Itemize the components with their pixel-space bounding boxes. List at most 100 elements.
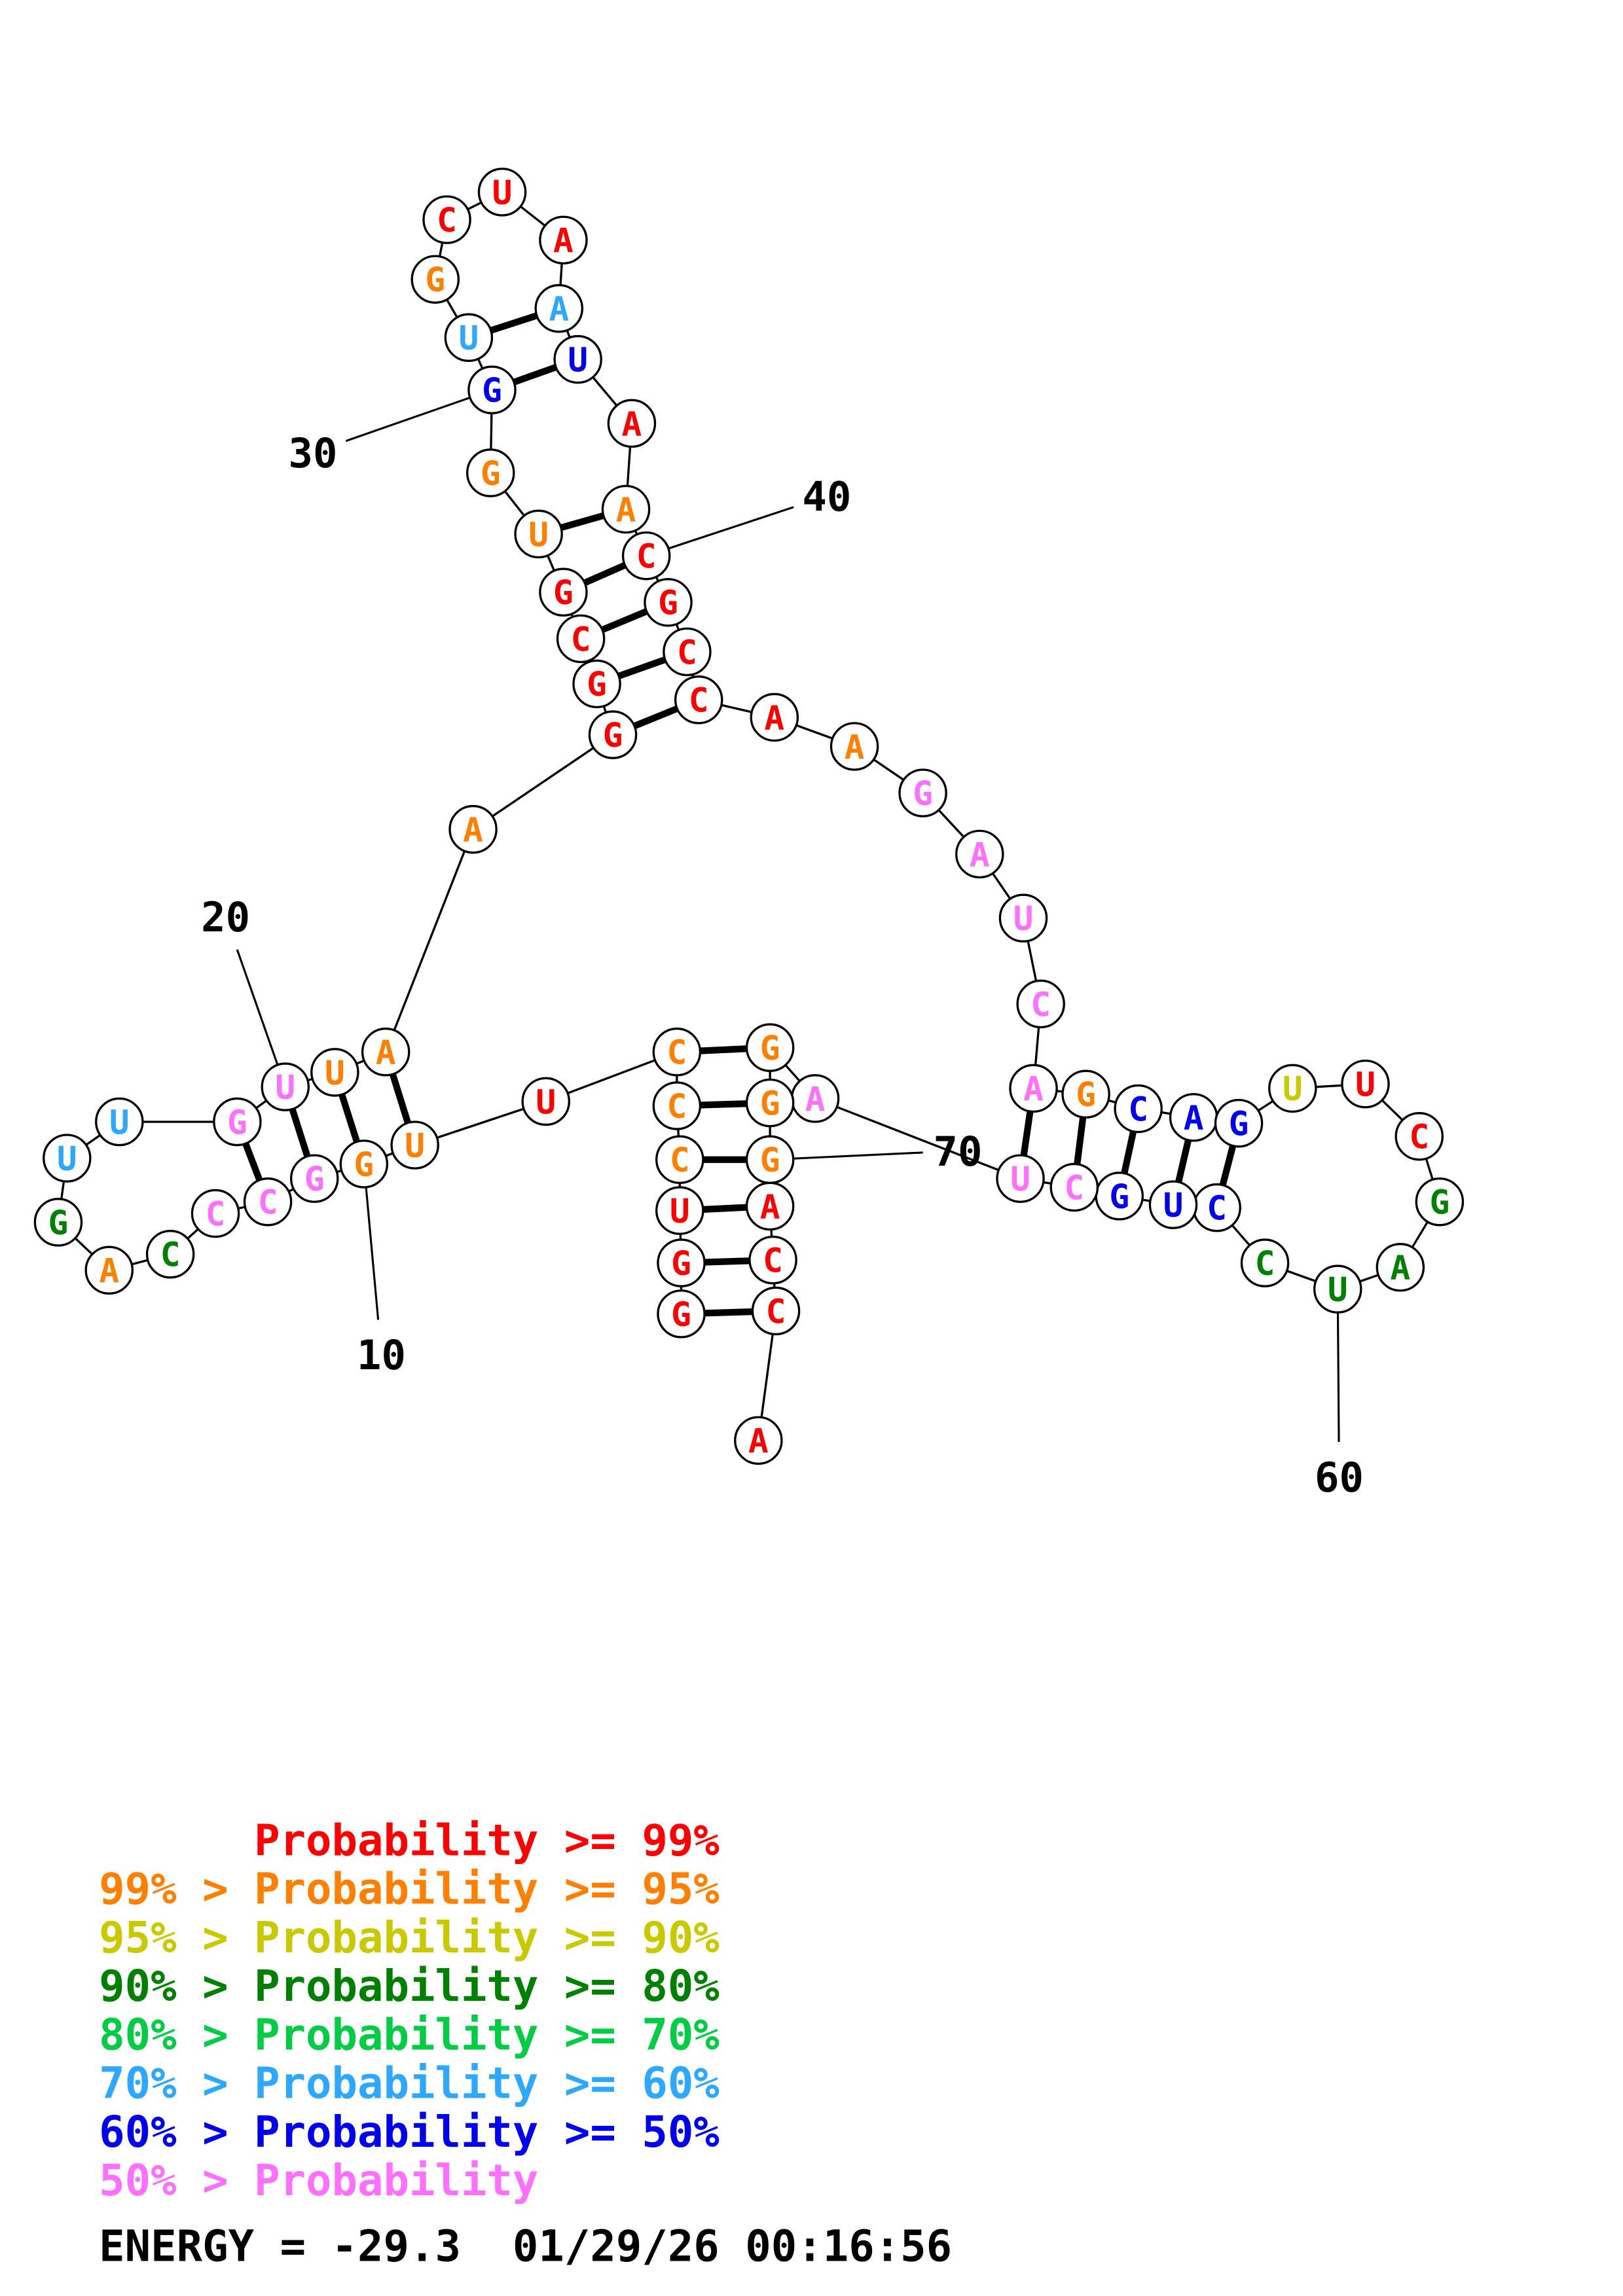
nucleotide-circle — [444, 313, 494, 362]
nucleotide-base: A — [622, 405, 642, 444]
nucleotide-base: C — [666, 1034, 687, 1073]
nucleotide-circle — [655, 1135, 704, 1185]
nucleotide-base: A — [805, 1081, 826, 1119]
nucleotide-circle — [601, 484, 651, 534]
nucleotide-base: G — [354, 1146, 374, 1185]
nucleotide-base: C — [763, 1242, 783, 1281]
nucleotide-base: A — [1184, 1100, 1204, 1138]
nucleotide-base: U — [275, 1069, 295, 1107]
nucleotide-circle — [588, 710, 638, 759]
nucleotide-base: U — [109, 1103, 130, 1142]
nucleotide-circle — [310, 1048, 359, 1097]
nucleotide-base: G — [587, 666, 607, 704]
nucleotide-base: A — [845, 728, 865, 767]
nucleotide-circle — [655, 1186, 704, 1235]
nucleotide-base: G — [1076, 1076, 1096, 1115]
nucleotide-circle — [1061, 1069, 1110, 1119]
nucleotide-base: G — [603, 717, 623, 755]
backbone-segment — [814, 1097, 1021, 1180]
nucleotide-base: G — [304, 1160, 325, 1199]
nucleotide-base: C — [258, 1184, 278, 1223]
nucleotide-circle — [1313, 1265, 1362, 1314]
nucleotide-circle — [539, 215, 588, 265]
nucleotide-base: U — [1328, 1271, 1348, 1310]
nucleotide-base: C — [677, 634, 697, 672]
nucleotide-base: C — [1128, 1090, 1148, 1129]
nucleotide-base: C — [1409, 1119, 1429, 1157]
nucleotide-base: C — [160, 1236, 181, 1275]
nucleotide-circle — [84, 1246, 134, 1295]
nucleotide-circle — [748, 1235, 797, 1285]
nucleotide-circle — [339, 1139, 389, 1189]
nucleotide-base: G — [1429, 1184, 1450, 1223]
nucleotide-base: U — [1283, 1070, 1303, 1109]
nucleotide-circle — [553, 334, 602, 384]
nucleotide-circle — [1240, 1238, 1290, 1287]
nucleotide-circle — [213, 1097, 262, 1147]
nucleotide-base: C — [666, 1088, 687, 1126]
nucleotide-circle — [289, 1154, 339, 1203]
nucleotide-base: C — [670, 1141, 690, 1180]
nucleotide-circle — [750, 692, 799, 742]
nucleotide-base: A — [99, 1252, 119, 1291]
nucleotide-circle — [95, 1097, 144, 1147]
sequence-position-label: 10 — [357, 1331, 406, 1379]
nucleotide-base: C — [636, 538, 657, 577]
nucleotide-circle — [534, 284, 583, 333]
nucleotide-base: U — [492, 174, 513, 213]
nucleotide-base: G — [913, 775, 933, 814]
nucleotide-base: G — [760, 1030, 780, 1068]
nucleotide-circle — [674, 675, 723, 725]
sequence-position-label: 20 — [201, 893, 250, 941]
nucleotide-circle — [745, 1181, 795, 1231]
nucleotide-circle — [745, 1078, 795, 1128]
legend-line: 60% > Probability >= 50% — [99, 2108, 720, 2157]
nucleotide-base: G — [482, 372, 502, 410]
nucleotide-circle — [1341, 1059, 1390, 1109]
nucleotide-base: G — [553, 574, 574, 613]
label-leader-line — [363, 1164, 380, 1320]
nucleotide-circle — [657, 1238, 706, 1287]
nucleotide-base: G — [658, 584, 678, 623]
sequence-position-label: 40 — [802, 473, 851, 520]
backbone-segment — [472, 734, 613, 831]
nucleotide-circle — [1376, 1243, 1425, 1292]
legend-line: 90% > Probability >= 80% — [99, 1962, 720, 2011]
nucleotide-base: U — [57, 1140, 77, 1179]
nucleotide-base: U — [568, 342, 588, 380]
nucleotide-circle — [145, 1230, 195, 1279]
nucleotide-base: G — [227, 1103, 247, 1142]
nucleotide-circle — [261, 1062, 310, 1111]
nucleotide-base: A — [463, 812, 483, 850]
nucleotide-base: U — [536, 1083, 556, 1122]
sequence-position-label: 30 — [289, 429, 338, 477]
nucleotide-base: A — [553, 222, 574, 260]
nucleotide-circle — [1114, 1084, 1163, 1134]
nucleotide-circle — [1148, 1180, 1198, 1229]
nucleotide-base: U — [1010, 1160, 1030, 1199]
nucleotide-circle — [644, 578, 693, 627]
nucleotide-base: U — [1163, 1187, 1184, 1225]
nucleotide-circle — [663, 627, 712, 677]
nucleotide-circle — [955, 829, 1004, 879]
nucleotide-circle — [243, 1177, 293, 1227]
nucleotide-circle — [1268, 1064, 1317, 1113]
nucleotide-circle — [422, 195, 471, 244]
nucleotide-circle — [514, 509, 563, 559]
nucleotide-base: C — [1030, 986, 1051, 1024]
nucleotide-base: G — [671, 1296, 691, 1335]
nucleotide-base: C — [766, 1293, 786, 1331]
nucleotide-base: A — [970, 836, 990, 874]
backbone-segment — [384, 829, 475, 1052]
nucleotide-base: U — [1355, 1066, 1376, 1105]
nucleotide-base: U — [670, 1193, 690, 1231]
nucleotide-base: A — [760, 1188, 780, 1227]
nucleotide-base: G — [1109, 1178, 1129, 1217]
nucleotide-base: U — [459, 319, 479, 358]
nucleotide-circle — [43, 1134, 92, 1183]
nucleotide-circle — [448, 804, 498, 854]
nucleotide-circle — [521, 1077, 570, 1126]
nucleotide-circle — [1415, 1177, 1465, 1227]
nucleotide-circle — [572, 659, 621, 709]
